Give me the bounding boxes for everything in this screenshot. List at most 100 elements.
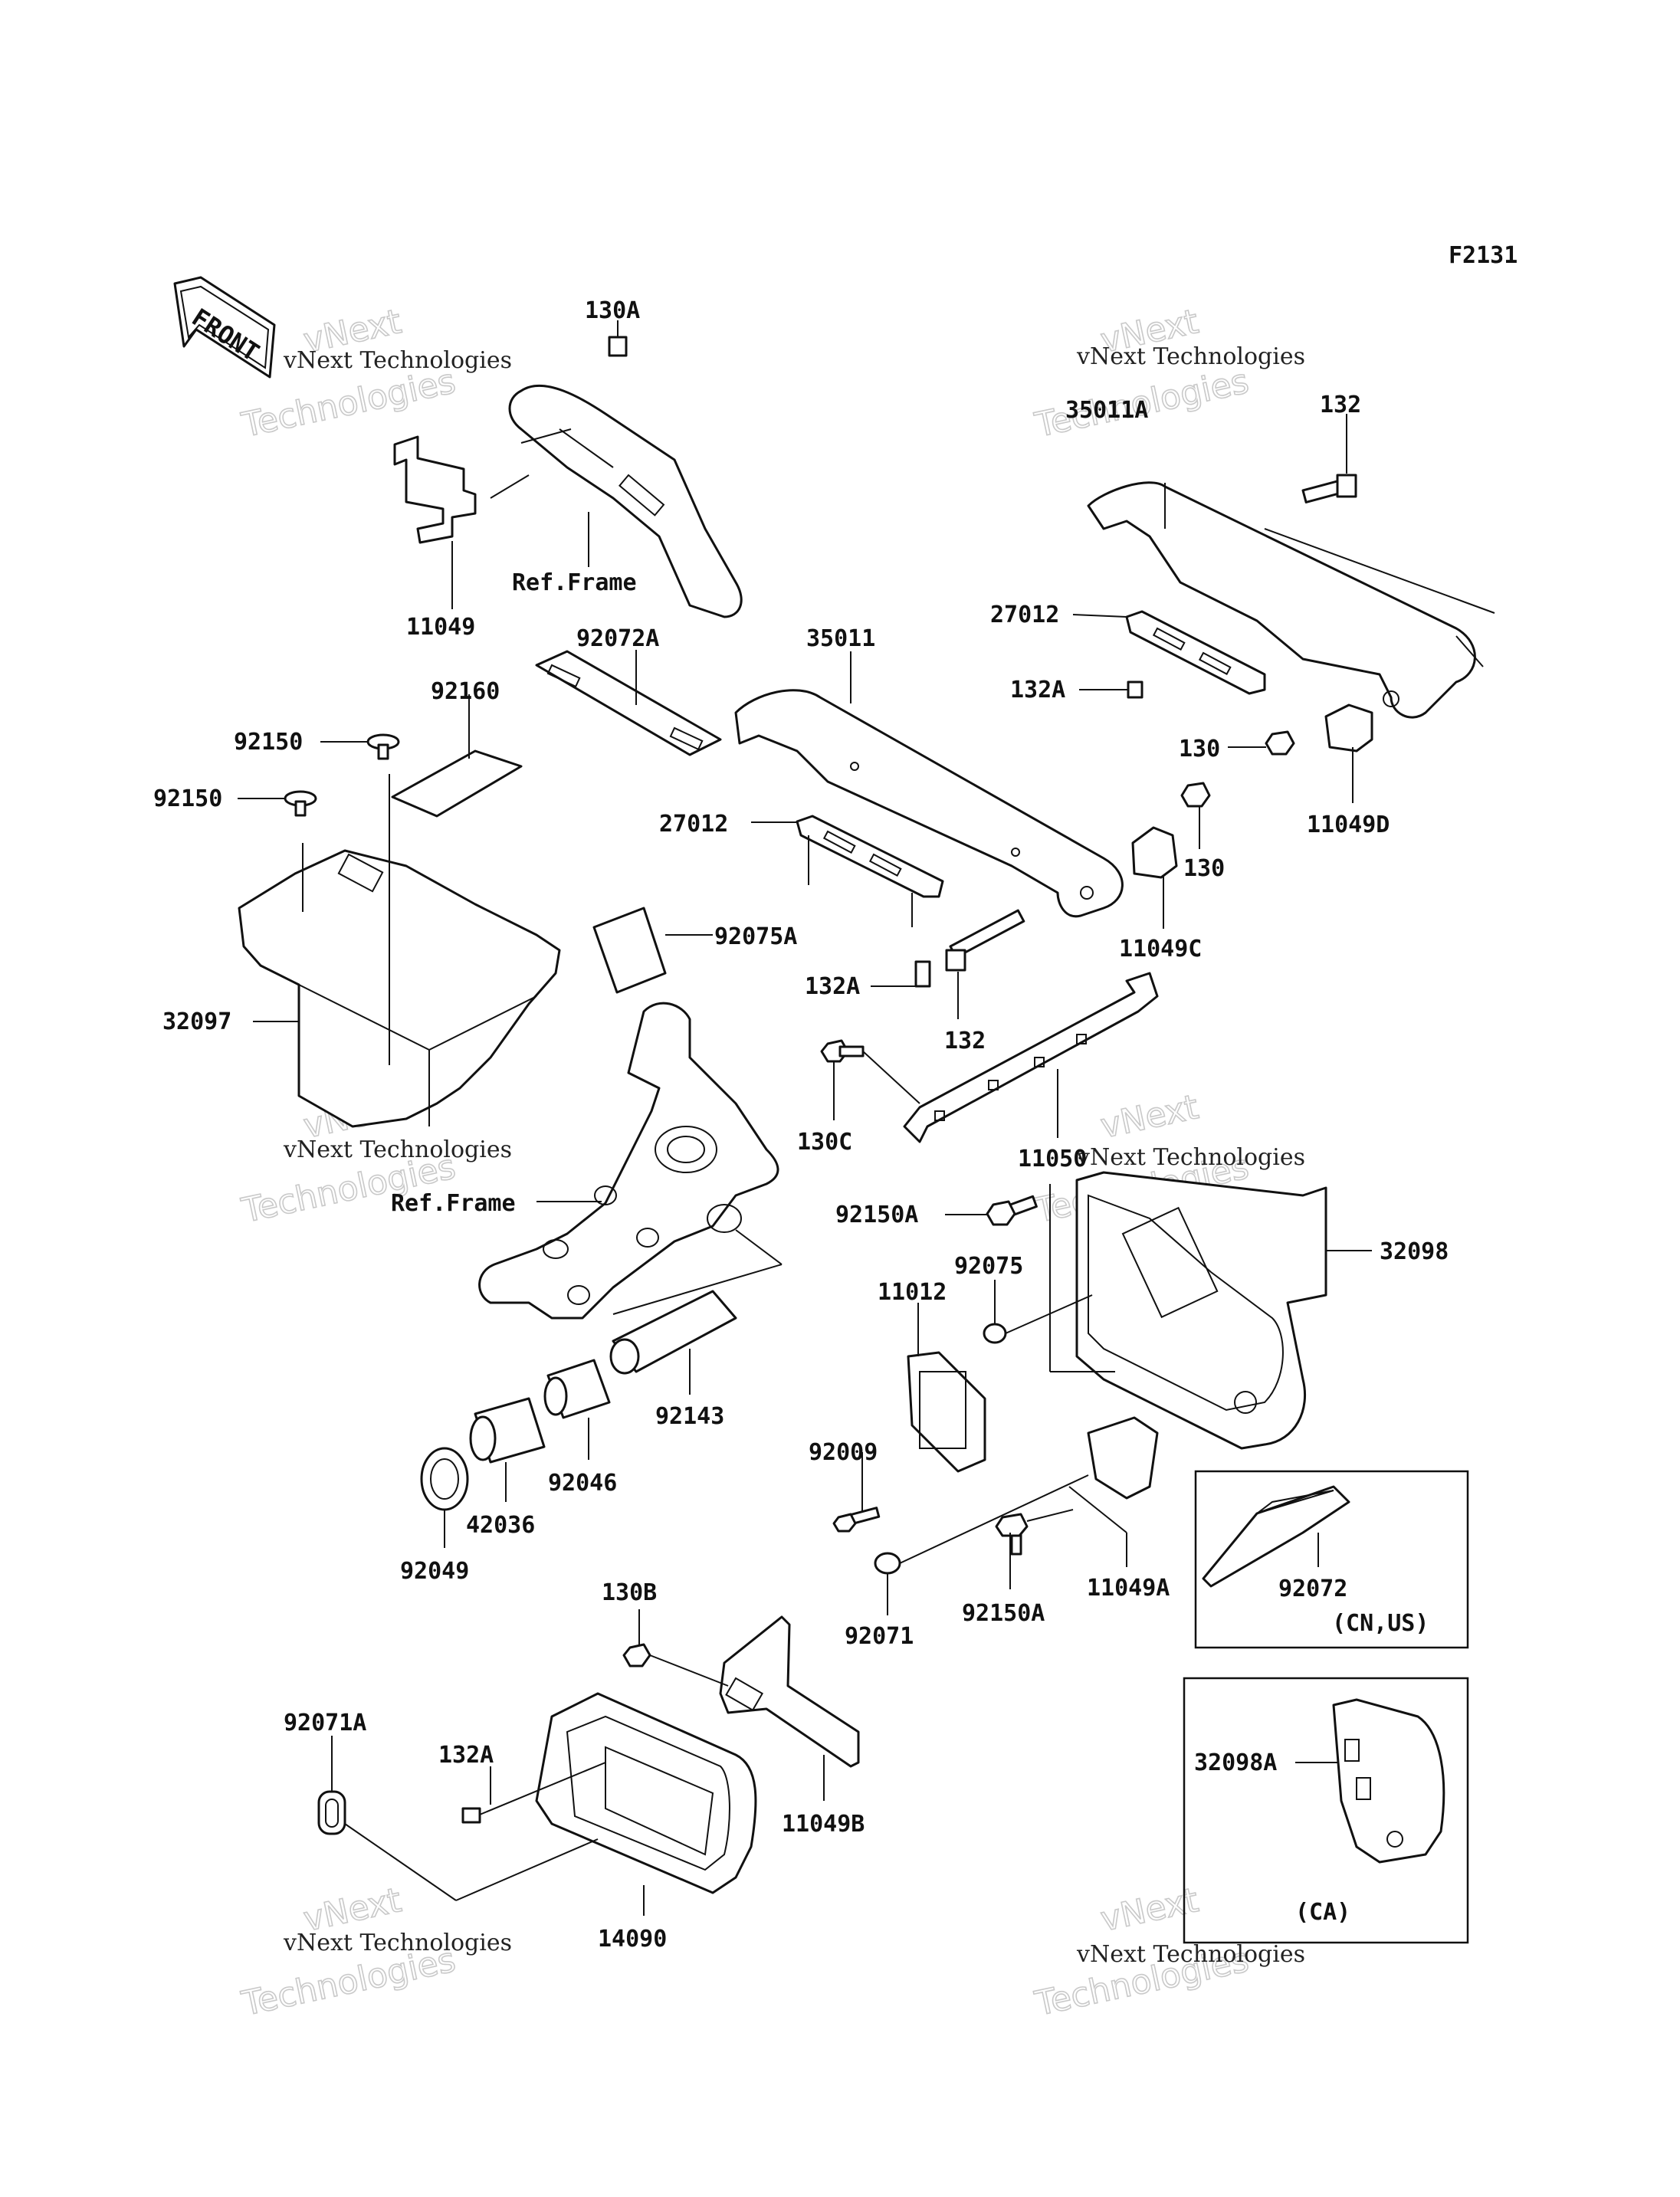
- bolt-92009: [832, 1452, 881, 1533]
- label-ref-frame-top: Ref.Frame: [512, 569, 637, 596]
- svg-text:vNext Technologies: vNext Technologies: [1076, 1144, 1305, 1171]
- strap-11050: [903, 972, 1159, 1143]
- label-ref-frame-mid: Ref.Frame: [391, 1190, 516, 1217]
- label-92071: 92071: [845, 1623, 914, 1650]
- watermark-top-left: vNext Technologies vNext Technologies: [238, 301, 512, 445]
- svg-text:vNext Technologies: vNext Technologies: [283, 1136, 512, 1163]
- label-132-top: 132: [1320, 392, 1361, 418]
- svg-text:vNext Technologies: vNext Technologies: [1076, 1941, 1305, 1968]
- watermark-bottom-left: vNext Technologies vNext Technologies: [238, 1880, 512, 2024]
- label-92049: 92049: [400, 1558, 469, 1585]
- bracket-11049A: [1068, 1416, 1159, 1567]
- frame-rail-top: [490, 384, 743, 618]
- bolt-92150A-bot: [995, 1509, 1074, 1589]
- collar-42036: [469, 1397, 546, 1502]
- label-130B: 130B: [602, 1579, 657, 1606]
- svg-text:vNext Technologies: vNext Technologies: [283, 1930, 512, 1956]
- label-92075A: 92075A: [714, 923, 797, 950]
- label-92150A-bot: 92150A: [962, 1600, 1045, 1627]
- bolt-130C: [820, 1039, 920, 1120]
- svg-text:vNext Technologies: vNext Technologies: [283, 347, 512, 374]
- case-14090: [535, 1692, 757, 1916]
- bolt-92150-a: [320, 733, 400, 760]
- pad-92160: [391, 694, 523, 818]
- label-92072A: 92072A: [576, 625, 659, 652]
- label-11012: 11012: [878, 1279, 947, 1306]
- label-11050: 11050: [1018, 1146, 1087, 1172]
- bolt-132-top: [1301, 414, 1357, 503]
- label-32097: 32097: [162, 1008, 231, 1035]
- label-32098A: 32098A: [1194, 1749, 1277, 1776]
- bracket-11049D: [1324, 703, 1373, 803]
- label-92071A: 92071A: [284, 1710, 366, 1736]
- label-27012-mid: 27012: [659, 811, 728, 838]
- label-130C: 130C: [797, 1129, 852, 1156]
- bolt-132-mid: [945, 909, 1025, 1019]
- bolt-132A-bot: [461, 1762, 606, 1824]
- diagram-code: F2131: [1449, 242, 1518, 269]
- bushing-92143: [609, 1290, 737, 1395]
- label-27012-top: 27012: [990, 602, 1059, 628]
- frame-swingarm-mid: [478, 1002, 783, 1320]
- grommet-92071: [874, 1474, 1089, 1615]
- label-92150-a: 92150: [234, 729, 303, 756]
- cover-32098: [1049, 1171, 1372, 1450]
- bracket-27012-mid: [751, 815, 944, 927]
- label-132A-mid: 132A: [805, 973, 860, 1000]
- bolt-130A: [608, 320, 628, 357]
- label-11049B: 11049B: [782, 1811, 865, 1838]
- pad-92075A: [592, 907, 713, 994]
- seal-92049: [420, 1447, 469, 1548]
- label-130A: 130A: [585, 297, 640, 324]
- label-cn-us: (CN,US): [1332, 1610, 1429, 1637]
- label-92150A-top: 92150A: [835, 1202, 918, 1228]
- label-11049: 11049: [406, 614, 475, 641]
- svg-text:vNext: vNext: [1098, 1881, 1202, 1940]
- label-92160: 92160: [431, 678, 500, 705]
- bracket-11049B: [719, 1615, 860, 1801]
- cover-35011: [734, 651, 1124, 918]
- label-11049A: 11049A: [1087, 1575, 1170, 1602]
- front-arrow-icon: FRONT: [173, 276, 276, 379]
- label-11049D: 11049D: [1307, 812, 1390, 838]
- bolt-132A-top: [1079, 680, 1144, 699]
- nut-130-mid: [1180, 782, 1211, 849]
- inset-box-cn-us: [1194, 1470, 1469, 1649]
- svg-text:vNext: vNext: [1098, 1087, 1202, 1146]
- inset-box-ca: [1183, 1677, 1469, 1944]
- label-92072: 92072: [1278, 1576, 1347, 1602]
- label-132-mid: 132: [944, 1028, 986, 1054]
- bolt-92150-b: [238, 790, 317, 817]
- label-92143: 92143: [655, 1403, 724, 1430]
- strap-92072A: [535, 650, 722, 756]
- label-92009: 92009: [809, 1439, 878, 1466]
- label-42036: 42036: [466, 1512, 535, 1539]
- bolt-92150A-top: [945, 1195, 1038, 1226]
- label-32098: 32098: [1380, 1238, 1449, 1265]
- label-ca: (CA): [1295, 1899, 1350, 1926]
- label-130-right: 130: [1179, 736, 1220, 762]
- cover-11012: [907, 1303, 986, 1473]
- bracket-11049: [393, 435, 477, 609]
- svg-text:vNext Technologies: vNext Technologies: [1076, 343, 1305, 370]
- grommet-92071A: [317, 1736, 599, 1901]
- label-130-mid: 130: [1183, 855, 1225, 882]
- svg-text:Technologies: Technologies: [238, 362, 459, 445]
- bracket-11049C: [1131, 826, 1178, 929]
- bolt-130B: [622, 1609, 729, 1687]
- label-92075: 92075: [954, 1253, 1023, 1280]
- label-92046: 92046: [548, 1470, 617, 1497]
- labels: 130A 11049 Ref.Frame 35011A 132 27012 13…: [153, 297, 1449, 1953]
- label-132A-bot: 132A: [438, 1742, 494, 1769]
- label-14090: 14090: [598, 1926, 667, 1953]
- label-132A-top: 132A: [1010, 677, 1065, 703]
- bracket-27012-top: [1072, 610, 1266, 695]
- bearing-92046: [543, 1359, 611, 1460]
- nut-130-right: [1228, 730, 1295, 756]
- box-32097: [238, 774, 561, 1128]
- label-11049C: 11049C: [1119, 936, 1202, 962]
- label-35011: 35011: [806, 625, 875, 652]
- label-92150-b: 92150: [153, 785, 222, 812]
